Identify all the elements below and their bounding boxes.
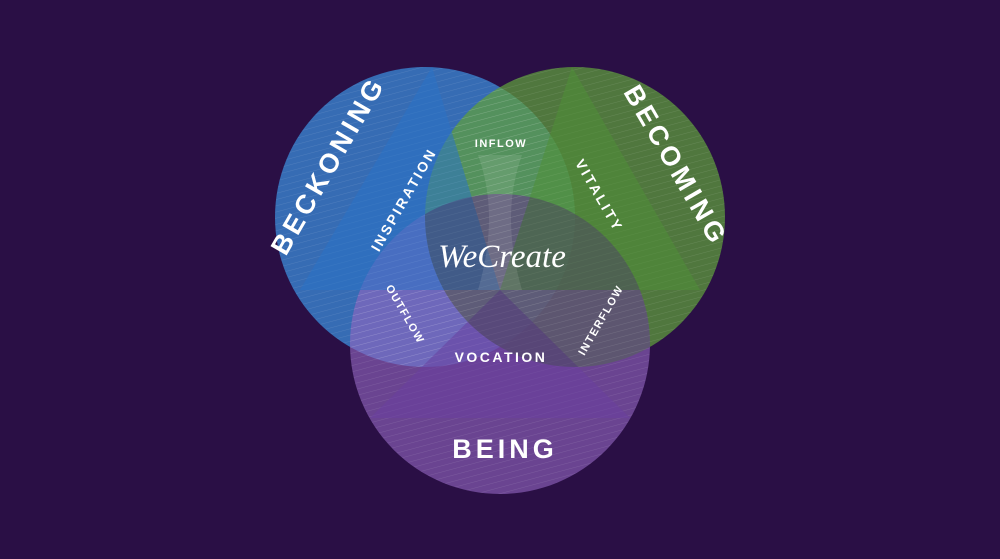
beckoning-triangle (300, 67, 500, 290)
becoming-triangle (500, 67, 700, 290)
vocation-label: VOCATION (455, 349, 548, 365)
center-hourglass (478, 155, 522, 290)
being-triangle (370, 290, 630, 418)
center-overlap-shade (425, 194, 650, 367)
being-label: BEING (452, 434, 558, 464)
inflow-label: INFLOW (475, 138, 527, 150)
center-title: WeCreate (438, 239, 566, 275)
